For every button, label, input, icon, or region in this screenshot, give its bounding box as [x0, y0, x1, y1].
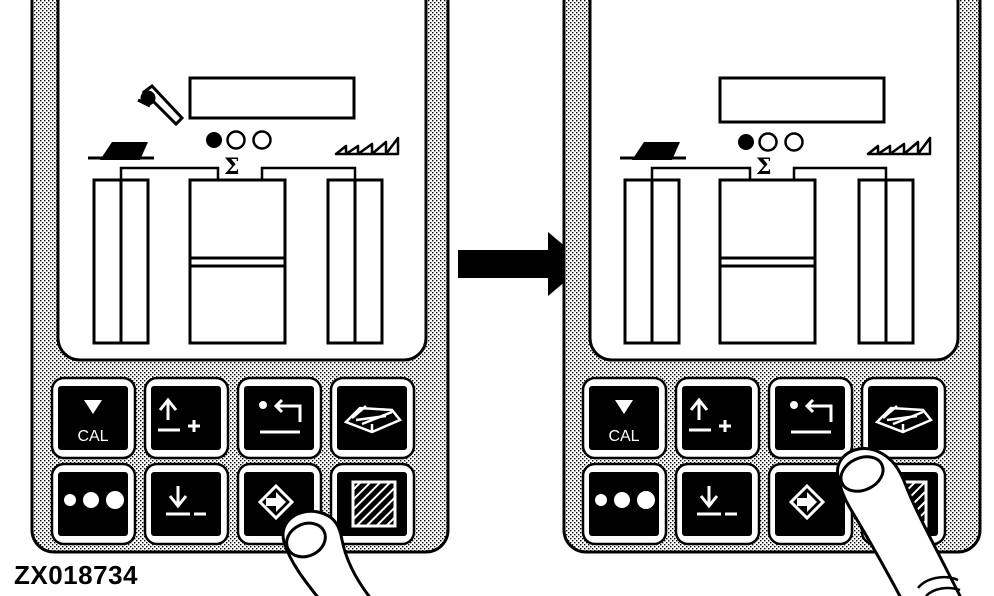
indicator-dot-filled — [738, 134, 754, 150]
keypad: CAL — [50, 376, 416, 546]
finger — [281, 509, 371, 596]
message-box — [188, 76, 356, 120]
left-bar-gauge — [623, 178, 681, 345]
sequence-arrow — [458, 232, 586, 296]
indicator-dot-filled — [206, 132, 222, 148]
cal-key[interactable]: CAL — [58, 386, 128, 450]
book-icon — [343, 405, 403, 434]
return-key[interactable] — [775, 386, 845, 450]
connector-left — [650, 166, 752, 180]
dots-key[interactable] — [589, 472, 659, 536]
book-key[interactable] — [868, 386, 938, 450]
up-arrow-plus-icon — [158, 397, 200, 432]
cal-key-label: CAL — [608, 428, 639, 445]
connector-right — [260, 166, 357, 180]
book-icon — [874, 405, 934, 434]
down-triangle-icon — [615, 400, 633, 414]
return-key[interactable] — [244, 386, 314, 450]
up-arrow-plus-icon — [689, 397, 731, 432]
center-bar-gauge — [188, 178, 287, 345]
three-dots-icon — [595, 491, 655, 509]
enter-key[interactable] — [775, 472, 845, 536]
figure-id: ZX018734 — [14, 560, 138, 590]
sum-symbol: Σ — [756, 154, 772, 180]
right-corner-icon — [334, 136, 400, 156]
connector-right — [792, 166, 888, 180]
diamond-arrow-icon — [257, 483, 295, 521]
return-arrow-icon — [790, 398, 833, 434]
message-box — [718, 76, 886, 124]
connector-left — [119, 166, 220, 180]
dots-key[interactable] — [58, 472, 128, 536]
wrench-icon — [137, 83, 185, 127]
cal-key-label: CAL — [77, 428, 108, 445]
cal-key[interactable]: CAL — [589, 386, 659, 450]
indicator-dot-empty — [252, 130, 272, 150]
right-bar-gauge — [857, 178, 915, 345]
finger — [836, 447, 962, 596]
left-bar-gauge — [92, 178, 150, 345]
indicator-dot-empty — [758, 132, 778, 152]
keypad: CAL — [581, 376, 947, 546]
book-key[interactable] — [337, 386, 407, 450]
down-triangle-icon — [84, 400, 102, 414]
raise-plus-key[interactable] — [682, 386, 752, 450]
panel-after: Σ CAL — [562, 0, 982, 596]
lower-minus-key[interactable] — [151, 472, 221, 536]
right-bar-gauge — [326, 178, 384, 345]
indicator-dot-empty — [784, 132, 804, 152]
right-corner-icon — [866, 136, 932, 156]
left-corner-icon — [620, 142, 686, 160]
down-arrow-minus-icon — [697, 486, 737, 516]
diamond-arrow-icon — [788, 483, 826, 521]
panel-before: Σ — [30, 0, 450, 596]
center-bar-gauge — [718, 178, 817, 345]
indicator-dot-empty — [226, 130, 246, 150]
lower-minus-key[interactable] — [682, 472, 752, 536]
raise-plus-key[interactable] — [151, 386, 221, 450]
sum-symbol: Σ — [224, 154, 240, 180]
hatched-square-icon — [351, 480, 397, 528]
down-arrow-minus-icon — [166, 486, 206, 516]
hatch-key[interactable] — [337, 472, 407, 536]
return-arrow-icon — [259, 398, 302, 434]
three-dots-icon — [64, 491, 124, 509]
left-corner-icon — [88, 142, 154, 160]
